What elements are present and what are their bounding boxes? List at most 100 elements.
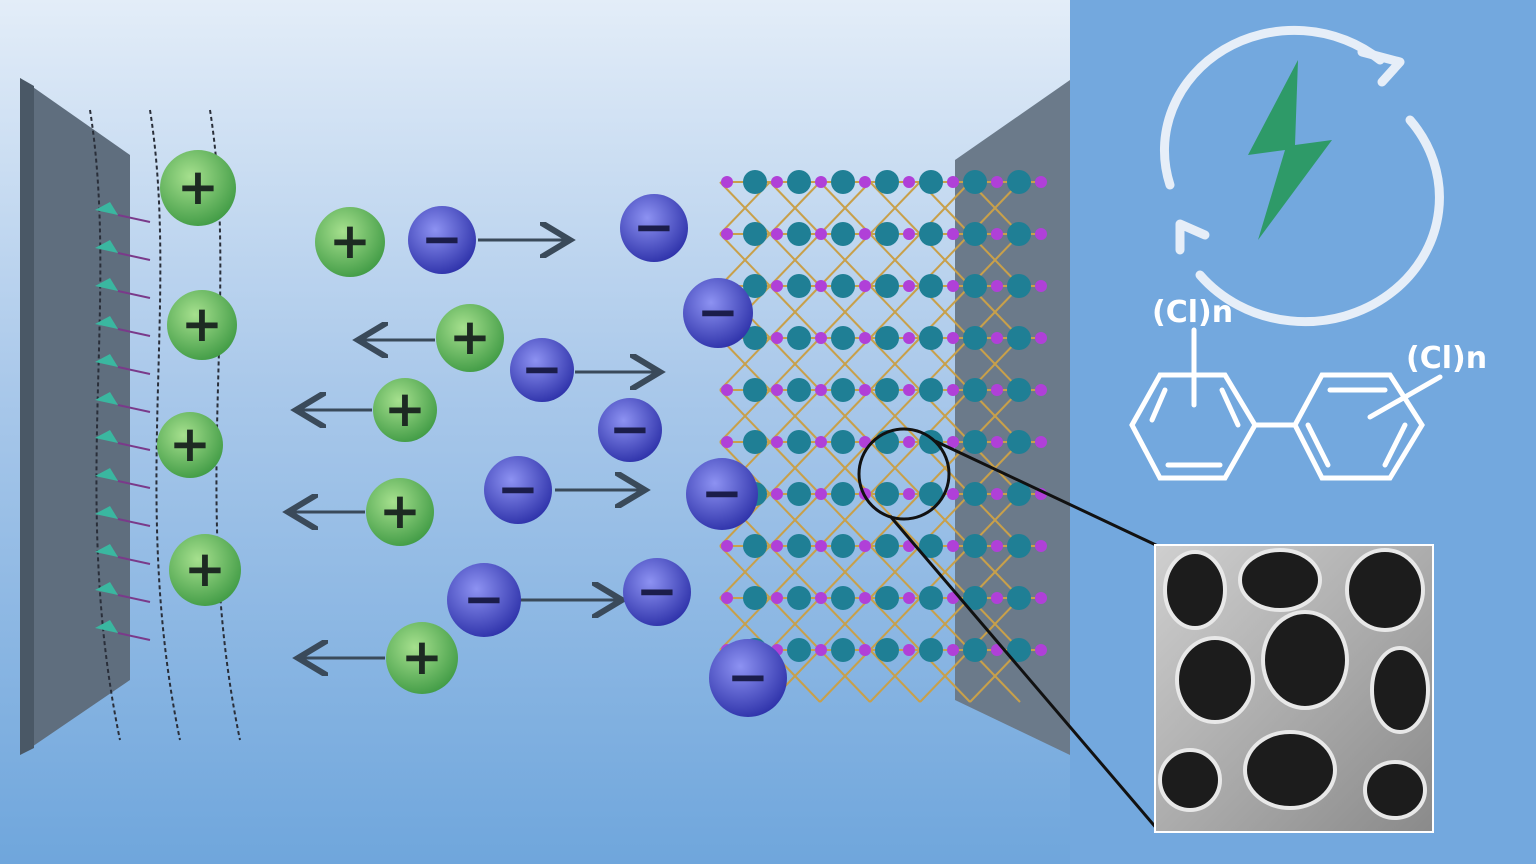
- lattice-node: [919, 482, 943, 506]
- lattice-node: [787, 170, 811, 194]
- ion-sphere: [620, 194, 688, 262]
- lattice-node: [743, 586, 767, 610]
- lattice-node: [919, 326, 943, 350]
- lattice-node: [1007, 326, 1031, 350]
- functional-group: [95, 430, 118, 443]
- lattice-node: [831, 638, 855, 662]
- lattice-small-node: [947, 176, 959, 188]
- ion-sphere: [683, 278, 753, 348]
- lattice-small-node: [1035, 280, 1047, 292]
- lattice-small-node: [903, 176, 915, 188]
- lattice-bond: [769, 181, 821, 235]
- minus-sign: −: [521, 340, 563, 398]
- ion-sphere: [709, 639, 787, 717]
- lattice-node: [919, 222, 943, 246]
- plus-sign: +: [184, 540, 226, 598]
- lattice-node: [1007, 534, 1031, 558]
- lattice-small-node: [815, 488, 827, 500]
- negative-ion: −: [686, 458, 758, 530]
- plus-sign: +: [177, 158, 219, 216]
- lattice-node: [743, 222, 767, 246]
- lattice-node: [963, 430, 987, 454]
- left-electrode-plate: [20, 78, 130, 755]
- lattice-node: [875, 534, 899, 558]
- lattice-node: [1007, 222, 1031, 246]
- lattice-small-node: [1035, 644, 1047, 656]
- lattice-small-node: [991, 384, 1003, 396]
- lattice-small-node: [1035, 332, 1047, 344]
- pcb-chlorine-label-right: (Cl)n: [1406, 341, 1487, 376]
- minus-sign: −: [636, 562, 678, 620]
- functional-group: [95, 240, 118, 253]
- negative-ion: −: [484, 456, 552, 524]
- bond: [117, 252, 151, 261]
- lattice-node: [1007, 170, 1031, 194]
- bond: [117, 328, 151, 337]
- sem-pore: [1158, 748, 1222, 812]
- negative-ion: −: [598, 398, 662, 462]
- ion-sphere: [686, 458, 758, 530]
- lattice-small-node: [947, 436, 959, 448]
- minus-sign: −: [497, 460, 539, 518]
- lattice-small-node: [947, 644, 959, 656]
- lattice-small-node: [815, 280, 827, 292]
- lattice-node: [831, 222, 855, 246]
- ion-sphere: [169, 534, 241, 606]
- lattice-node: [831, 274, 855, 298]
- lattice-node: [831, 326, 855, 350]
- lattice-bond: [869, 337, 921, 391]
- lattice-node: [875, 274, 899, 298]
- lattice-node: [963, 638, 987, 662]
- lattice-small-node: [991, 488, 1003, 500]
- lattice-node: [919, 274, 943, 298]
- bond: [117, 632, 151, 641]
- lattice-small-node: [947, 488, 959, 500]
- bond: [117, 556, 151, 565]
- lattice-small-node: [1035, 540, 1047, 552]
- negative-ion: −: [447, 563, 521, 637]
- functional-group: [95, 506, 118, 519]
- ions: +++++++++−−−−−−−−−−: [157, 150, 787, 717]
- lattice-node: [787, 222, 811, 246]
- magnifier-line-bottom: [888, 515, 1160, 831]
- lattice-bond: [869, 233, 921, 287]
- ion-arrows: [288, 240, 660, 658]
- ion-sphere: [484, 456, 552, 524]
- bond: [117, 442, 151, 451]
- sem-pore: [1261, 610, 1349, 710]
- ion-sphere: [447, 563, 521, 637]
- plus-sign: +: [169, 415, 211, 473]
- lattice-small-node: [771, 176, 783, 188]
- lattice-small-node: [859, 332, 871, 344]
- lattice-small-node: [815, 592, 827, 604]
- carbon-fiber: [89, 109, 121, 741]
- ion-sphere: [623, 558, 691, 626]
- plus-sign: +: [449, 308, 491, 366]
- positive-ion: +: [366, 478, 434, 546]
- lattice-node: [743, 430, 767, 454]
- pcb-chlorine-label-top: (Cl)n: [1152, 295, 1233, 330]
- sem-porous-carbon-image: [1154, 544, 1434, 833]
- lattice-node: [831, 586, 855, 610]
- lattice-node: [1007, 638, 1031, 662]
- lattice-small-node: [947, 280, 959, 292]
- bond: [117, 214, 151, 223]
- lattice-node: [919, 378, 943, 402]
- lattice-small-node: [903, 592, 915, 604]
- lattice-small-node: [721, 176, 733, 188]
- positive-ion: +: [373, 378, 437, 442]
- lattice-small-node: [991, 540, 1003, 552]
- energy-cycle-icon: [1159, 25, 1444, 327]
- lattice-bond: [869, 441, 921, 495]
- lattice-small-node: [903, 384, 915, 396]
- magnifier-circle: [857, 427, 951, 521]
- lattice-node: [875, 378, 899, 402]
- lattice-node: [875, 170, 899, 194]
- negative-ion: −: [510, 338, 574, 402]
- sem-pore: [1370, 646, 1430, 734]
- lattice-node: [831, 534, 855, 558]
- negative-ion: −: [620, 194, 688, 262]
- lattice-node: [787, 326, 811, 350]
- functional-group: [95, 354, 118, 367]
- positive-ion: +: [315, 207, 385, 277]
